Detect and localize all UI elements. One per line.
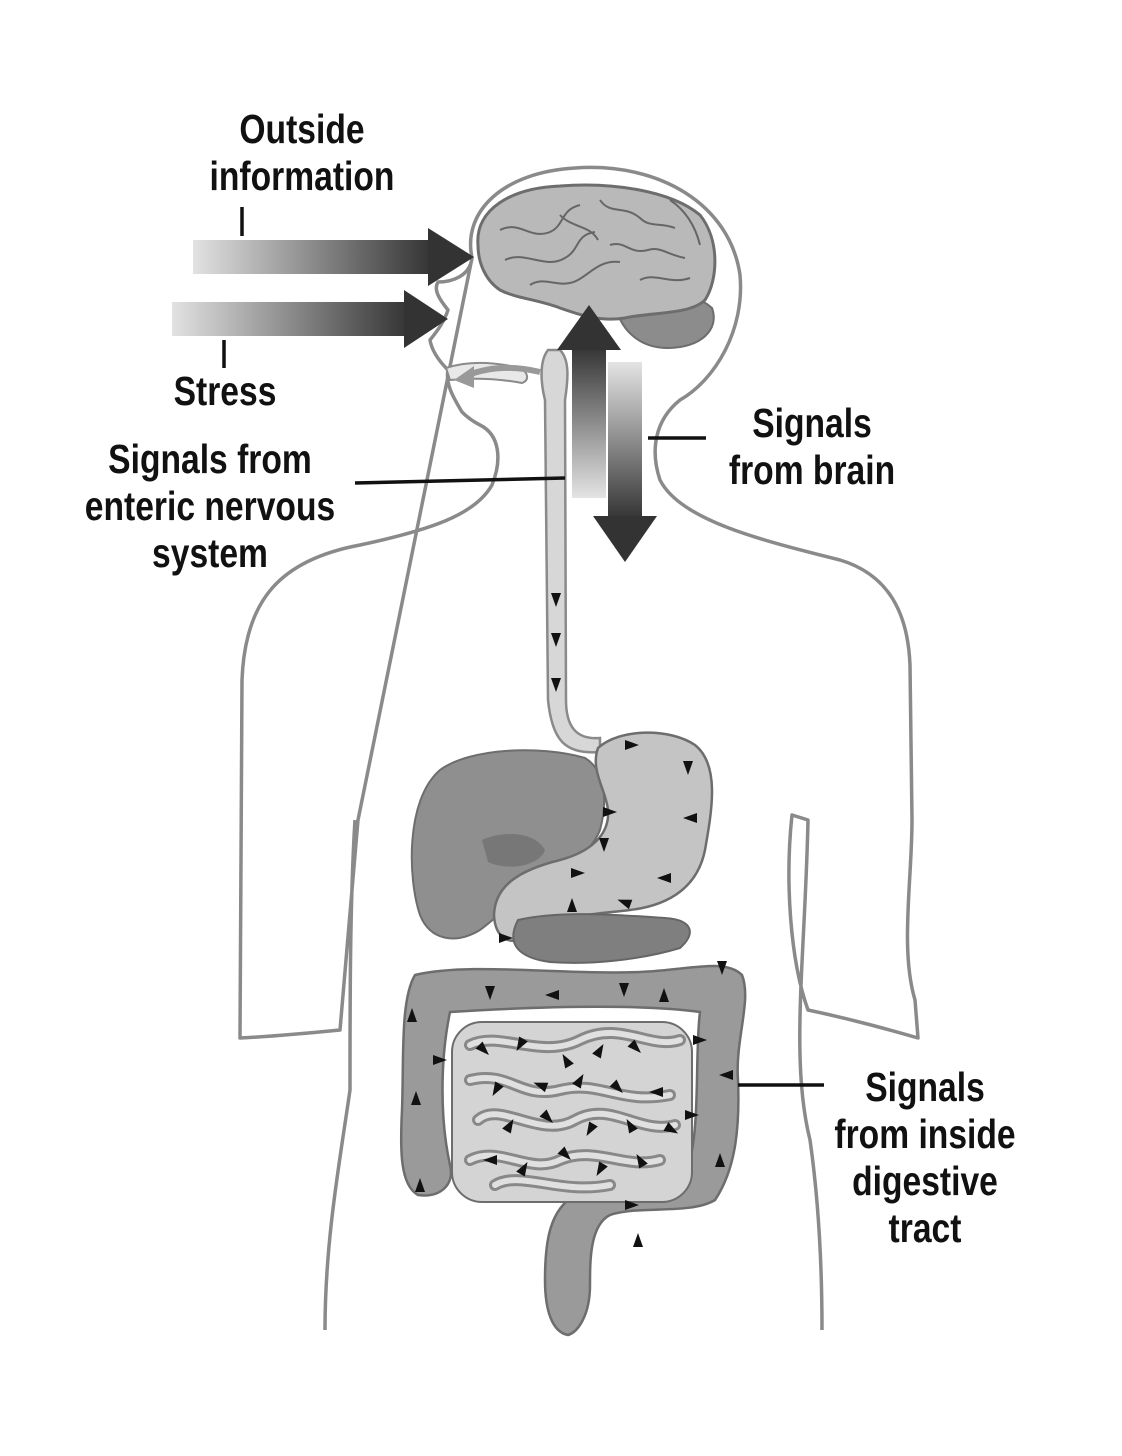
outside-information-arrow bbox=[193, 228, 474, 286]
signal-arrow-icon bbox=[516, 1036, 528, 1052]
stress-arrow bbox=[172, 290, 448, 348]
gallbladder bbox=[482, 834, 545, 867]
label-enteric-line-1: Signals from bbox=[108, 436, 312, 482]
label-brain-line-2: from brain bbox=[728, 447, 896, 493]
signal-arrow-icon bbox=[625, 1200, 639, 1210]
signal-arrow-icon bbox=[592, 1043, 604, 1059]
signal-arrow-icon bbox=[657, 873, 671, 883]
signal-arrow-icon bbox=[596, 1161, 608, 1177]
signal-arrow-icon bbox=[663, 1122, 679, 1134]
signal-arrow-icon bbox=[609, 1079, 623, 1093]
signal-arrow-icon bbox=[492, 1081, 504, 1097]
label-signals-from-inside: Signals from inside digestive tract bbox=[831, 1064, 1020, 1252]
signal-arrow-icon bbox=[603, 807, 617, 817]
label-inside-line-2: from inside bbox=[834, 1111, 1016, 1157]
signal-arrow-icon bbox=[533, 1082, 549, 1093]
signal-arrow-icon bbox=[539, 1109, 553, 1123]
mouth-arrow-head bbox=[454, 366, 474, 388]
signal-arrow-icon bbox=[717, 961, 727, 975]
signal-arrow-icon bbox=[562, 1053, 574, 1069]
signal-arrow-icon bbox=[551, 593, 561, 607]
signal-arrow-icon bbox=[551, 633, 561, 647]
signal-arrow-icon bbox=[683, 761, 693, 775]
label-stress: Stress bbox=[164, 368, 287, 415]
label-outside-information-line-1: Outside bbox=[239, 106, 365, 152]
signal-arrow-icon bbox=[567, 898, 577, 912]
signal-arrow-icon bbox=[683, 813, 697, 823]
signal-arrow-icon bbox=[685, 1110, 699, 1120]
signal-arrow-icon bbox=[485, 986, 495, 1000]
signal-arrow-icon bbox=[625, 740, 639, 750]
signal-arrow-icon bbox=[626, 1118, 638, 1134]
signal-arrow-icon bbox=[649, 1087, 663, 1097]
signal-arrow-icon bbox=[475, 1041, 489, 1055]
label-enteric-line-3: system bbox=[152, 530, 268, 576]
small-intestine-coils-light bbox=[467, 1029, 683, 1191]
label-stress-line-1: Stress bbox=[173, 368, 277, 414]
signal-arrow-icon bbox=[502, 1118, 514, 1134]
signal-arrow-icon bbox=[586, 1121, 598, 1137]
brain-folds bbox=[499, 199, 701, 286]
signal-arrow-icon bbox=[599, 838, 609, 852]
label-signals-from-enteric: Signals from enteric nervous system bbox=[79, 436, 341, 577]
brain-signal-down-arrow bbox=[593, 362, 657, 562]
signal-arrow-icon bbox=[483, 1155, 497, 1165]
signal-arrow-icon bbox=[715, 1153, 725, 1167]
signal-arrow-icon bbox=[627, 1039, 641, 1053]
label-signals-from-brain: Signals from brain bbox=[720, 400, 904, 494]
label-enteric-line-2: enteric nervous bbox=[84, 483, 336, 529]
signal-arrow-icon bbox=[719, 1070, 733, 1080]
signal-arrow-icon bbox=[411, 1091, 421, 1105]
label-outside-information: Outside information bbox=[194, 106, 410, 200]
signal-arrow-icon bbox=[516, 1161, 528, 1177]
signal-arrow-icon bbox=[636, 1153, 648, 1169]
signal-arrow-icon bbox=[557, 1146, 571, 1160]
label-inside-line-1: Signals bbox=[865, 1064, 985, 1110]
signal-arrow-icon bbox=[499, 933, 513, 943]
label-brain-line-1: Signals bbox=[752, 400, 872, 446]
label-outside-information-line-2: information bbox=[209, 153, 395, 199]
leader-lines bbox=[222, 207, 824, 1087]
signal-arrow-icon bbox=[407, 1008, 417, 1022]
signal-arrow-icon bbox=[693, 1035, 707, 1045]
signal-arrow-icon bbox=[551, 678, 561, 692]
label-inside-line-3: digestive bbox=[852, 1158, 998, 1204]
colon bbox=[399, 964, 747, 1337]
enteric-signal-up-arrow bbox=[557, 305, 621, 498]
digestive-signal-arrows bbox=[407, 593, 733, 1247]
signal-arrow-icon bbox=[415, 1178, 425, 1192]
signal-arrow-icon bbox=[659, 988, 669, 1002]
signal-arrow-icon bbox=[433, 1055, 447, 1065]
signal-arrow-icon bbox=[617, 899, 633, 910]
signal-arrow-icon bbox=[572, 1073, 584, 1089]
signal-arrow-icon bbox=[619, 983, 629, 997]
signal-arrow-icon bbox=[545, 990, 559, 1000]
signal-arrow-icon bbox=[571, 868, 585, 878]
signal-arrow-icon bbox=[633, 1233, 643, 1247]
brain bbox=[476, 183, 717, 321]
body-outline bbox=[238, 165, 920, 1331]
pancreas bbox=[512, 913, 691, 964]
label-inside-line-4: tract bbox=[888, 1205, 962, 1251]
